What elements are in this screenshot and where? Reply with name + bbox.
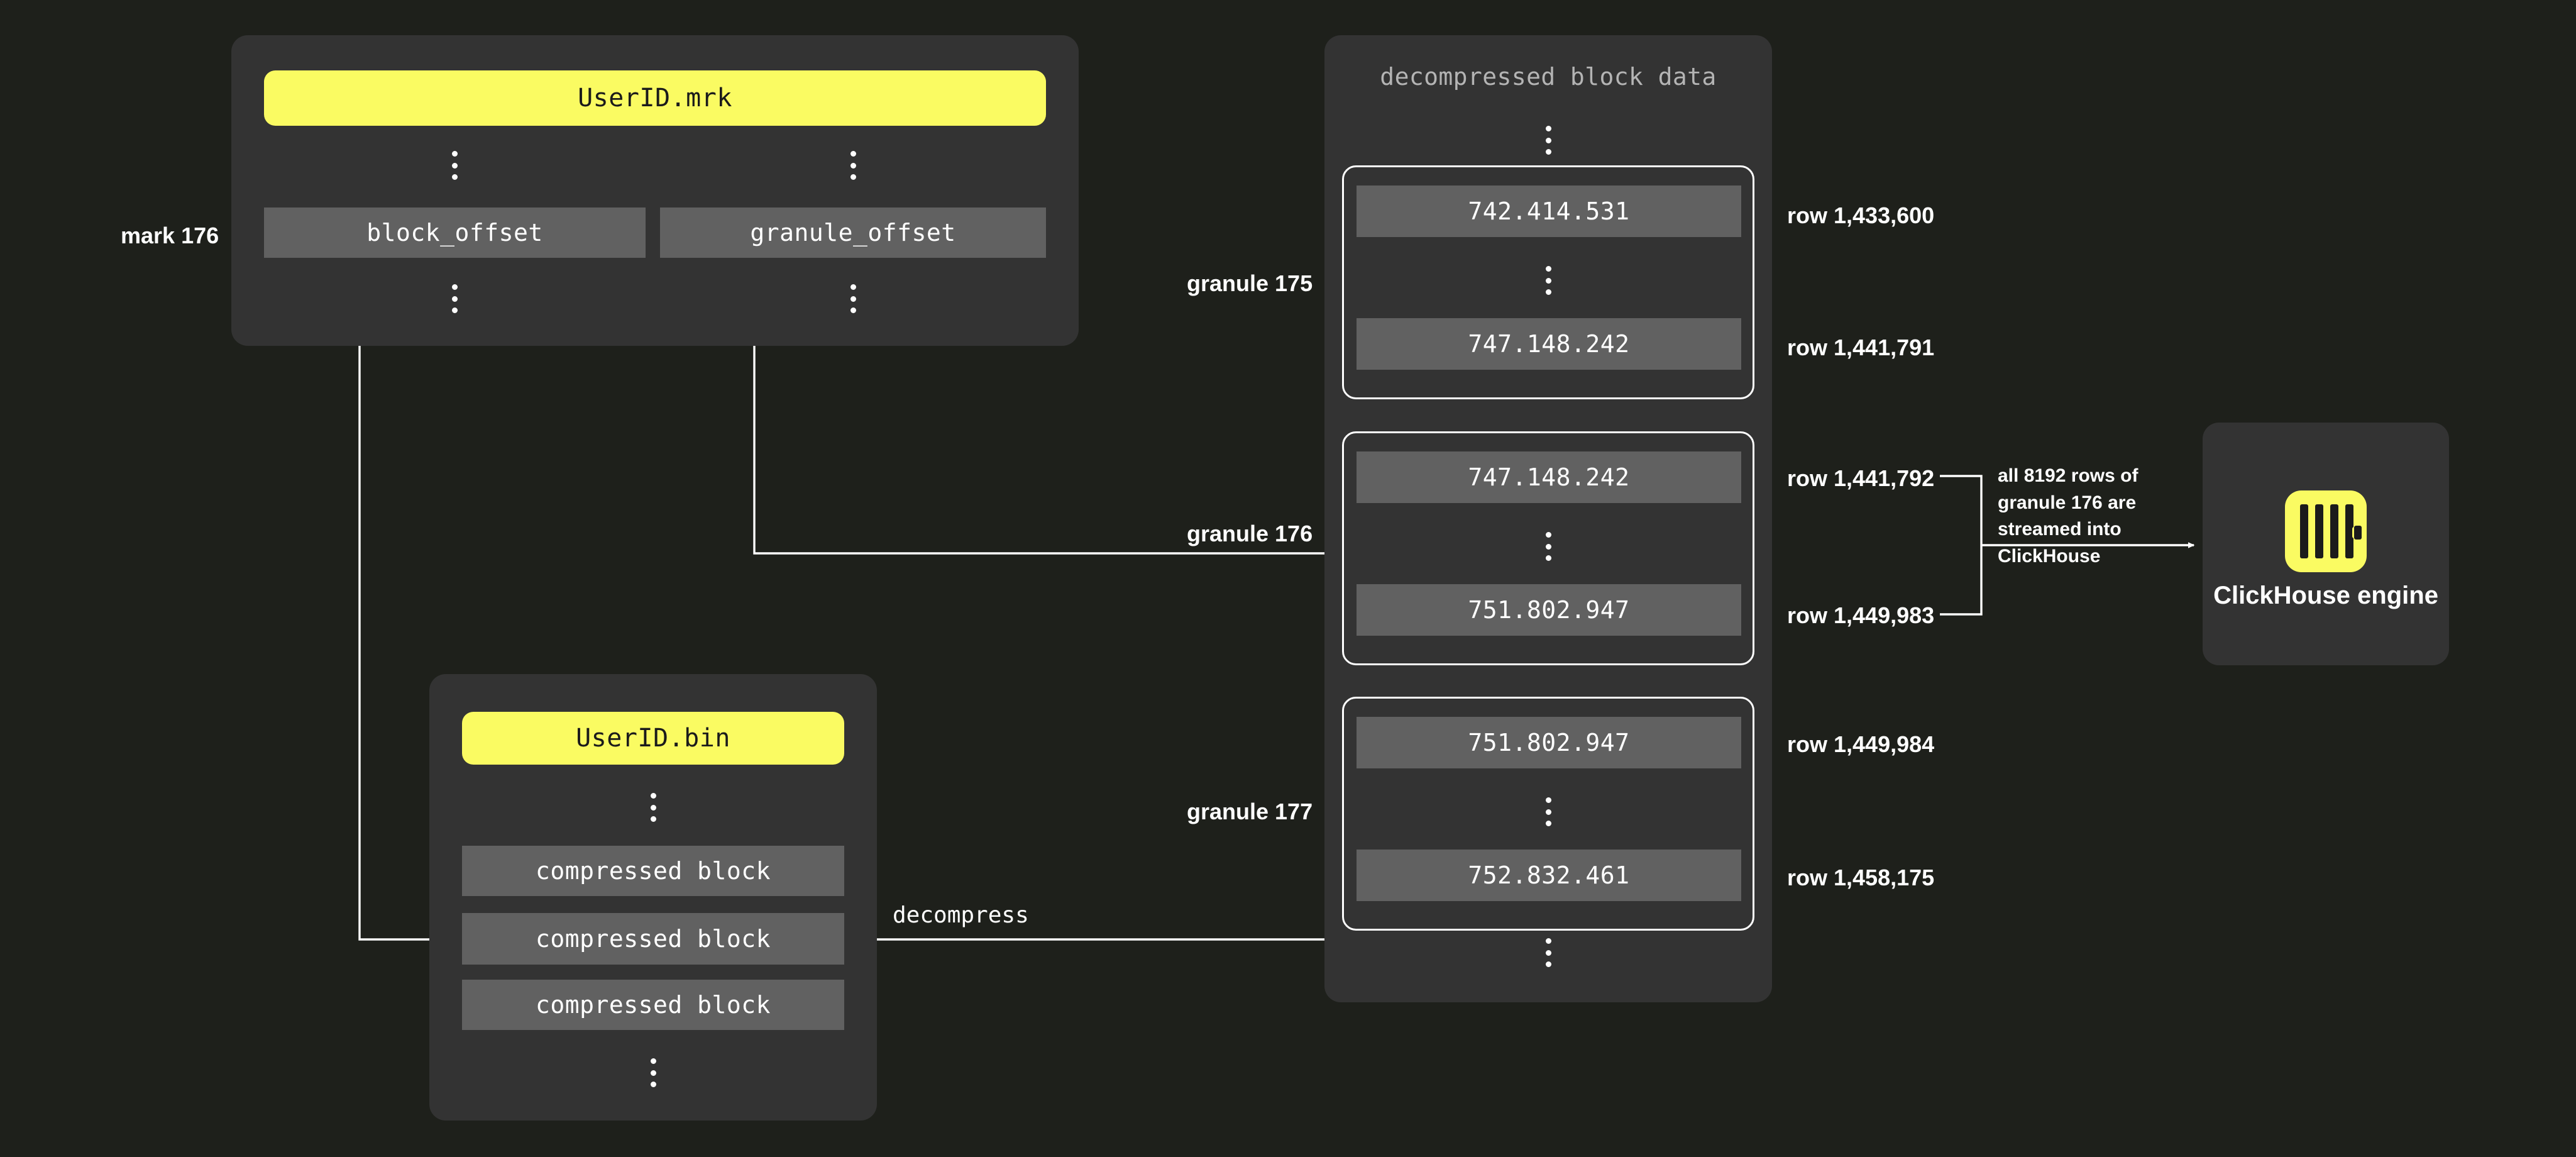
granule-176-last-value: 751.802.947	[1357, 584, 1741, 636]
stream-into-clickhouse-note: all 8192 rows of granule 176 are streame…	[1998, 465, 2138, 567]
granule-176-first-value: 747.148.242	[1357, 451, 1741, 503]
granule-175-box	[1342, 165, 1754, 399]
granule-175-last-row-label: row 1,441,791	[1787, 335, 1935, 360]
mrk-column-granule-offset[interactable]: granule_offset	[660, 208, 1046, 258]
granule-176-label: granule 176	[1187, 521, 1313, 546]
mrk-granule-offset-dots-bottom	[847, 284, 859, 313]
granule-175-dots	[1542, 266, 1555, 295]
userid-bin-chip[interactable]: UserID.bin	[462, 712, 844, 765]
clickhouse-engine-label: ClickHouse engine	[2213, 582, 2438, 609]
granule-176-last-row-label: row 1,449,983	[1787, 602, 1935, 628]
bin-compressed-block-1[interactable]: compressed block	[462, 846, 844, 896]
decompressed-dots-top	[1542, 126, 1555, 155]
mrk-block-offset-dots-top	[448, 151, 461, 180]
granule-177-first-row-label: row 1,449,984	[1787, 731, 1935, 757]
granule-177-last-value: 752.832.461	[1357, 850, 1741, 901]
clickhouse-logo-icon	[2285, 490, 2367, 572]
granule-176-dots	[1542, 532, 1555, 561]
granule-177-last-row-label: row 1,458,175	[1787, 865, 1935, 890]
mrk-block-offset-dots-bottom	[448, 284, 461, 313]
granule-177-label: granule 177	[1187, 799, 1313, 824]
bin-dots-bottom	[647, 1058, 659, 1087]
decompressed-block-title: decompressed block data	[1380, 63, 1717, 91]
decompress-edge-label: decompress	[893, 902, 1029, 928]
granule-175-first-value: 742.414.531	[1357, 185, 1741, 237]
granule-175-last-value: 747.148.242	[1357, 318, 1741, 370]
granule-176-first-row-label: row 1,441,792	[1787, 465, 1935, 491]
mark-176-label: mark 176	[121, 223, 219, 248]
bin-compressed-block-3[interactable]: compressed block	[462, 980, 844, 1030]
bin-dots-top	[647, 793, 659, 822]
granule-177-first-value: 751.802.947	[1357, 717, 1741, 768]
granule-177-dots	[1542, 797, 1555, 826]
granule-176-box	[1342, 431, 1754, 665]
mrk-granule-offset-dots-top	[847, 151, 859, 180]
granule-175-first-row-label: row 1,433,600	[1787, 202, 1935, 228]
granule-177-box	[1342, 697, 1754, 931]
mrk-column-block-offset[interactable]: block_offset	[264, 208, 646, 258]
decompressed-dots-bottom	[1542, 938, 1555, 967]
wire-granule176-bracket	[1940, 475, 1983, 616]
bin-compressed-block-2[interactable]: compressed block	[462, 913, 844, 965]
userid-mrk-chip[interactable]: UserID.mrk	[264, 70, 1046, 126]
granule-175-label: granule 175	[1187, 270, 1313, 296]
